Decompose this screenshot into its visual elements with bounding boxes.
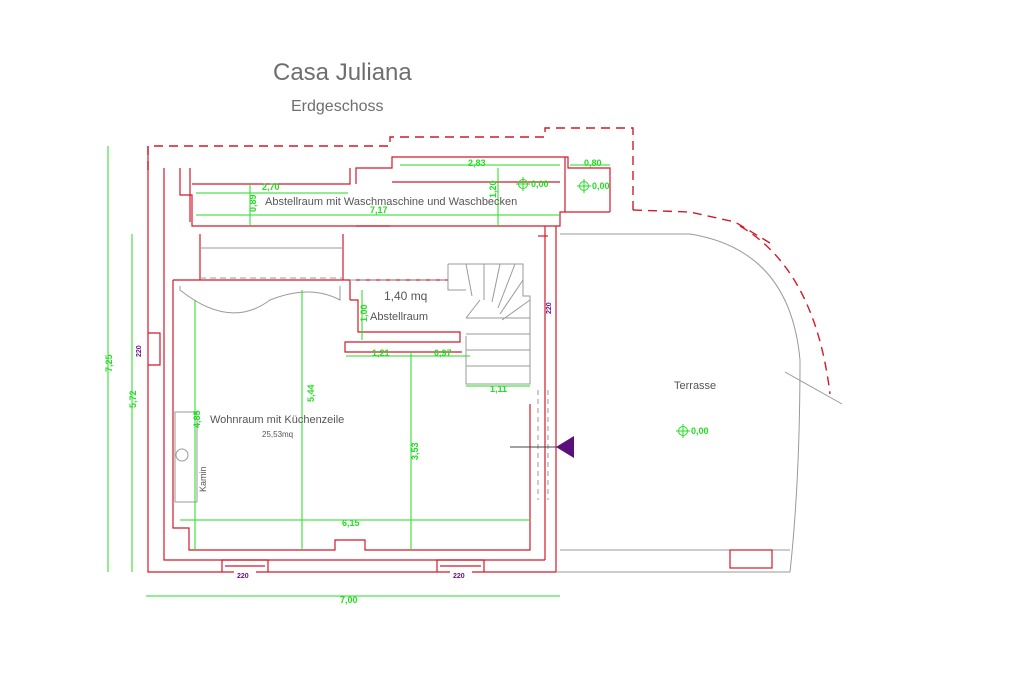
- room-label-terrace: Terrasse: [674, 380, 716, 392]
- elevation-marker-icon: [676, 424, 690, 438]
- elevation-b: 0,00: [592, 181, 610, 191]
- dim-717: 7,17: [370, 205, 388, 215]
- staircase: [447, 263, 531, 385]
- elevation-markers: 0,00 0,00 0,00: [516, 177, 709, 438]
- window-marks: 220 220 220 220: [136, 302, 553, 580]
- room-label-storage-area: 1,40 mq: [384, 289, 427, 303]
- room-label-living-area: 25,53mq: [262, 430, 293, 439]
- dashed-boundary: [147, 127, 831, 395]
- room-label-storage-top: Abstellraum mit Waschmaschine und Waschb…: [265, 196, 517, 208]
- kitchen-counter: [179, 247, 549, 500]
- room-label-living: Wohnraum mit Küchenzeile: [210, 414, 344, 426]
- dim-270: 2,70: [262, 182, 280, 192]
- fireplace-label: Kamin: [198, 466, 208, 492]
- dim-097: 0,97: [434, 348, 452, 358]
- dim-121: 1,21: [372, 348, 390, 358]
- terrace-outline: [556, 233, 843, 573]
- dim-700: 7,00: [340, 595, 358, 605]
- dim-725: 7,25: [104, 354, 114, 372]
- window-mark-left: 220: [136, 345, 143, 357]
- window-mark-bottom-left: 220: [237, 573, 249, 580]
- room-label-storage-small: Abstellraum: [370, 311, 428, 323]
- dim-353: 3,53: [410, 442, 420, 460]
- dim-111: 1,11: [490, 384, 507, 394]
- elevation-a: 0,00: [531, 179, 549, 189]
- dim-100: 1,00: [359, 304, 369, 322]
- window-mark-stair: 220: [546, 302, 553, 314]
- dim-485: 4,85: [192, 410, 202, 428]
- entrance-arrow: [510, 436, 574, 458]
- plan-title: Casa Juliana: [273, 59, 412, 86]
- dim-615: 6,15: [342, 518, 360, 528]
- dim-283: 2,83: [468, 158, 486, 168]
- elevation-c: 0,00: [691, 426, 709, 436]
- dim-080: 0,80: [584, 158, 602, 168]
- elevation-marker-icon: [577, 179, 591, 193]
- dim-544: 5,44: [306, 384, 316, 402]
- window-mark-bottom-right: 220: [453, 573, 465, 580]
- dim-089: 0,89: [248, 194, 258, 212]
- dimension-lines: [107, 146, 610, 597]
- dim-120: 1,20: [488, 180, 498, 198]
- plan-subtitle: Erdgeschoss: [291, 98, 384, 115]
- dim-572: 5,72: [128, 390, 138, 408]
- elevation-marker-icon: [516, 177, 530, 191]
- dimension-labels: 2,83 0,80 2,70 7,17 0,89 1,20 1,00 1,21 …: [104, 158, 602, 605]
- room-labels: Abstellraum mit Waschmaschine und Waschb…: [210, 196, 716, 439]
- fireplace: [174, 411, 198, 503]
